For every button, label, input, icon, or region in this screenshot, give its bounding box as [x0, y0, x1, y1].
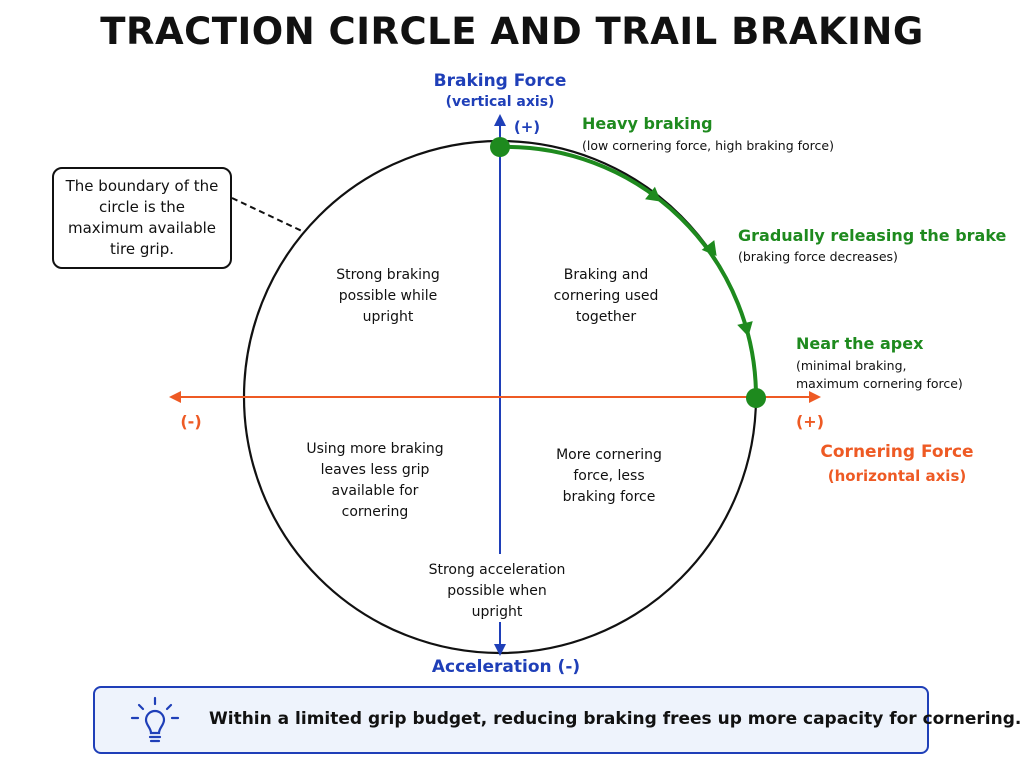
phase-apex-desc-1: (minimal braking, [796, 358, 906, 373]
svg-text:Braking and: Braking and [564, 267, 649, 283]
heavy-braking-point [490, 137, 510, 157]
phase-heavy-braking-desc: (low cornering force, high braking force… [582, 138, 834, 153]
svg-text:available for: available for [332, 483, 419, 499]
svg-text:leaves less grip: leaves less grip [321, 462, 430, 478]
horizontal-axis-sub: (horizontal axis) [828, 467, 966, 485]
trail-braking-arc [499, 144, 758, 398]
horizontal-axis-name: Cornering Force [820, 442, 973, 462]
phase-releasing-desc: (braking force decreases) [738, 249, 898, 264]
quadrant-top-left: Strong braking possible while upright [336, 267, 440, 325]
svg-text:Strong braking: Strong braking [336, 267, 440, 283]
arc-arrow-3 [737, 321, 753, 337]
svg-text:Strong acceleration: Strong acceleration [429, 562, 566, 578]
svg-text:possible while: possible while [339, 288, 438, 304]
svg-text:possible when: possible when [447, 583, 547, 599]
arc-arrow-1 [645, 186, 662, 202]
summary-text: Within a limited grip budget, reducing b… [209, 709, 1022, 729]
quadrant-bottom-center: Strong acceleration possible when uprigh… [425, 554, 575, 622]
vertical-axis-name: Braking Force [434, 71, 567, 91]
vertical-axis-positive: (+) [514, 118, 540, 136]
phase-apex-title: Near the apex [796, 334, 924, 353]
quadrant-bottom-right: More cornering force, less braking force [556, 447, 662, 505]
grip-boundary-callout: The boundary of the circle is the maximu… [52, 167, 232, 269]
page-title: TRACTION CIRCLE AND TRAIL BRAKING [100, 10, 924, 53]
svg-text:together: together [576, 309, 637, 325]
svg-text:More cornering: More cornering [556, 447, 662, 463]
svg-text:braking force: braking force [563, 489, 656, 505]
callout-leader-line [231, 197, 305, 233]
svg-text:upright: upright [472, 604, 523, 620]
phase-apex-desc-2: maximum cornering force) [796, 376, 963, 391]
horizontal-axis-negative: (-) [180, 412, 201, 431]
vertical-axis-sub: (vertical axis) [446, 94, 555, 110]
vertical-axis-bottom: Acceleration (-) [432, 657, 580, 677]
phase-releasing-title: Gradually releasing the brake [738, 226, 1007, 245]
summary-box: Within a limited grip budget, reducing b… [93, 686, 1021, 754]
arc-arrow-2 [701, 240, 717, 257]
svg-text:upright: upright [363, 309, 414, 325]
horizontal-axis-positive: (+) [796, 412, 824, 431]
svg-text:force, less: force, less [573, 468, 644, 484]
quadrant-top-right: Braking and cornering used together [554, 267, 659, 325]
lightbulb-icon [130, 696, 180, 743]
quadrant-bottom-left: Using more braking leaves less grip avai… [306, 441, 443, 520]
svg-text:cornering used: cornering used [554, 288, 659, 304]
phase-heavy-braking-title: Heavy braking [582, 114, 713, 133]
svg-text:cornering: cornering [342, 504, 409, 520]
apex-point [746, 388, 766, 408]
callout-text: The boundary of the circle is the maximu… [65, 177, 219, 258]
svg-text:Using more braking: Using more braking [306, 441, 443, 457]
